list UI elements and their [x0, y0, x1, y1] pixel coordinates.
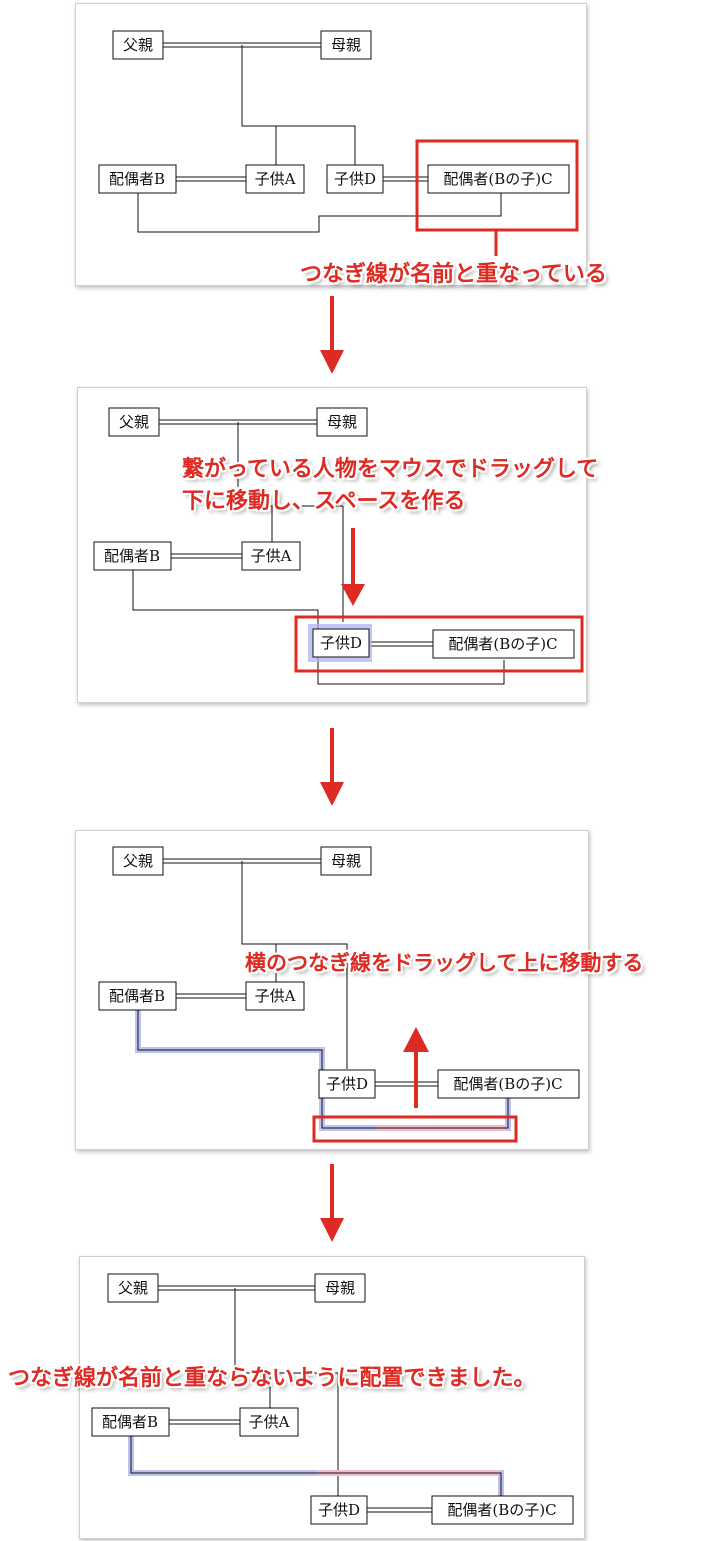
node-father-label: 父親 [123, 852, 153, 870]
node-child-a-label: 子供A [255, 170, 296, 188]
node-spouse-b-label: 配偶者B [109, 170, 165, 188]
node-child-d[interactable] [326, 164, 384, 194]
family-tree-canvas-3[interactable]: 父親 母親 配偶者B 子供A 子供D 配偶者(Bの子)C [76, 831, 588, 1149]
family-tree-canvas-4[interactable]: 父親 母親 配偶者B 子供A 子供D 配偶者(Bの子)C [80, 1257, 584, 1538]
node-spouse-b-label: 配偶者B [109, 987, 165, 1005]
flow-arrow-down-icon [320, 296, 344, 374]
descent-line[interactable] [237, 422, 343, 507]
connector-highlight [128, 1435, 504, 1496]
caption-step-2-line-2: 下に移動し、スペースを作る [182, 489, 466, 514]
flow-arrow-down-icon [320, 1164, 344, 1242]
node-child-a-label: 子供A [249, 1413, 290, 1431]
node-child-a-label: 子供A [255, 987, 296, 1005]
caption-step-4: つなぎ線が名前と重ならないように配置できました。 [8, 1366, 536, 1391]
node-spouse-b[interactable] [91, 1407, 170, 1437]
diagram-panel-2: 父親 母親 配偶者B 子供A 子供D 配偶者(Bの子)C [77, 387, 587, 703]
family-tree-canvas-1[interactable]: 父親 母親 配偶者B 子供A 子供D 配偶者(Bの子)C [76, 4, 586, 285]
node-mother-label: 母親 [325, 1279, 355, 1297]
node-mother[interactable] [314, 1273, 366, 1303]
node-spouse-c[interactable] [427, 164, 570, 194]
node-mother-label: 母親 [331, 852, 361, 870]
node-spouse-b[interactable] [98, 164, 177, 194]
node-father[interactable] [112, 846, 164, 876]
flow-arrow-down-icon [320, 728, 344, 806]
diagram-panel-1: 父親 母親 配偶者B 子供A 子供D 配偶者(Bの子)C [75, 3, 587, 286]
caption-step-1: つなぎ線が名前と重なっている [300, 262, 607, 287]
node-child-a[interactable] [241, 541, 301, 571]
node-child-d[interactable] [312, 628, 370, 658]
diagram-panel-3: 父親 母親 配偶者B 子供A 子供D 配偶者(Bの子)C [75, 830, 589, 1150]
node-father[interactable] [112, 30, 164, 60]
node-child-d[interactable] [310, 1495, 368, 1525]
node-child-a[interactable] [245, 164, 305, 194]
node-spouse-b-label: 配偶者B [104, 547, 160, 565]
node-child-d-label: 子供D [334, 170, 376, 188]
node-father-label: 父親 [118, 1279, 148, 1297]
node-spouse-b[interactable] [98, 981, 177, 1011]
family-tree-canvas-2[interactable]: 父親 母親 配偶者B 子供A 子供D 配偶者(Bの子)C [78, 388, 586, 702]
node-spouse-c[interactable] [432, 629, 575, 659]
node-child-a[interactable] [239, 1407, 299, 1437]
caption-step-3: 横のつなぎ線をドラッグして上に移動する [245, 951, 644, 975]
connector-line[interactable] [130, 1435, 502, 1496]
caption-step-2-line-1: 繋がっている人物をマウスでドラッグして [182, 457, 599, 482]
node-child-a-label: 子供A [251, 547, 292, 565]
diagram-panel-4: 父親 母親 配偶者B 子供A 子供D 配偶者(Bの子)C [79, 1256, 585, 1539]
node-father-label: 父親 [123, 36, 153, 54]
node-child-d-label: 子供D [318, 1501, 360, 1519]
drag-arrow-up-icon [403, 1027, 429, 1052]
node-child-d-label: 子供D [326, 1075, 368, 1093]
node-child-a[interactable] [245, 981, 305, 1011]
node-mother-label: 母親 [331, 36, 361, 54]
node-spouse-c-label: 配偶者(Bの子)C [443, 170, 552, 188]
node-mother-label: 母親 [327, 413, 357, 431]
node-spouse-b[interactable] [93, 541, 172, 571]
node-mother[interactable] [316, 407, 368, 437]
node-spouse-c-label: 配偶者(Bの子)C [448, 635, 557, 653]
connector-line[interactable] [137, 191, 502, 233]
node-mother[interactable] [320, 846, 372, 876]
node-father-label: 父親 [119, 413, 149, 431]
descent-line[interactable] [241, 45, 356, 165]
highlight-box [312, 1115, 518, 1143]
drag-arrow-down-icon [341, 584, 365, 606]
node-spouse-c[interactable] [437, 1069, 580, 1099]
descent-line[interactable] [234, 1288, 339, 1501]
node-father[interactable] [107, 1273, 159, 1303]
highlight-box [294, 615, 584, 673]
node-mother[interactable] [320, 30, 372, 60]
node-spouse-c-label: 配偶者(Bの子)C [453, 1075, 562, 1093]
node-father[interactable] [108, 407, 160, 437]
selected-connector-highlight [135, 1009, 511, 1131]
node-spouse-c[interactable] [431, 1495, 574, 1525]
node-spouse-c-label: 配偶者(Bの子)C [447, 1501, 556, 1519]
node-child-d[interactable] [318, 1069, 376, 1099]
node-spouse-b-label: 配偶者B [102, 1413, 158, 1431]
node-child-d-label: 子供D [320, 634, 362, 652]
descent-line[interactable] [241, 861, 348, 1069]
